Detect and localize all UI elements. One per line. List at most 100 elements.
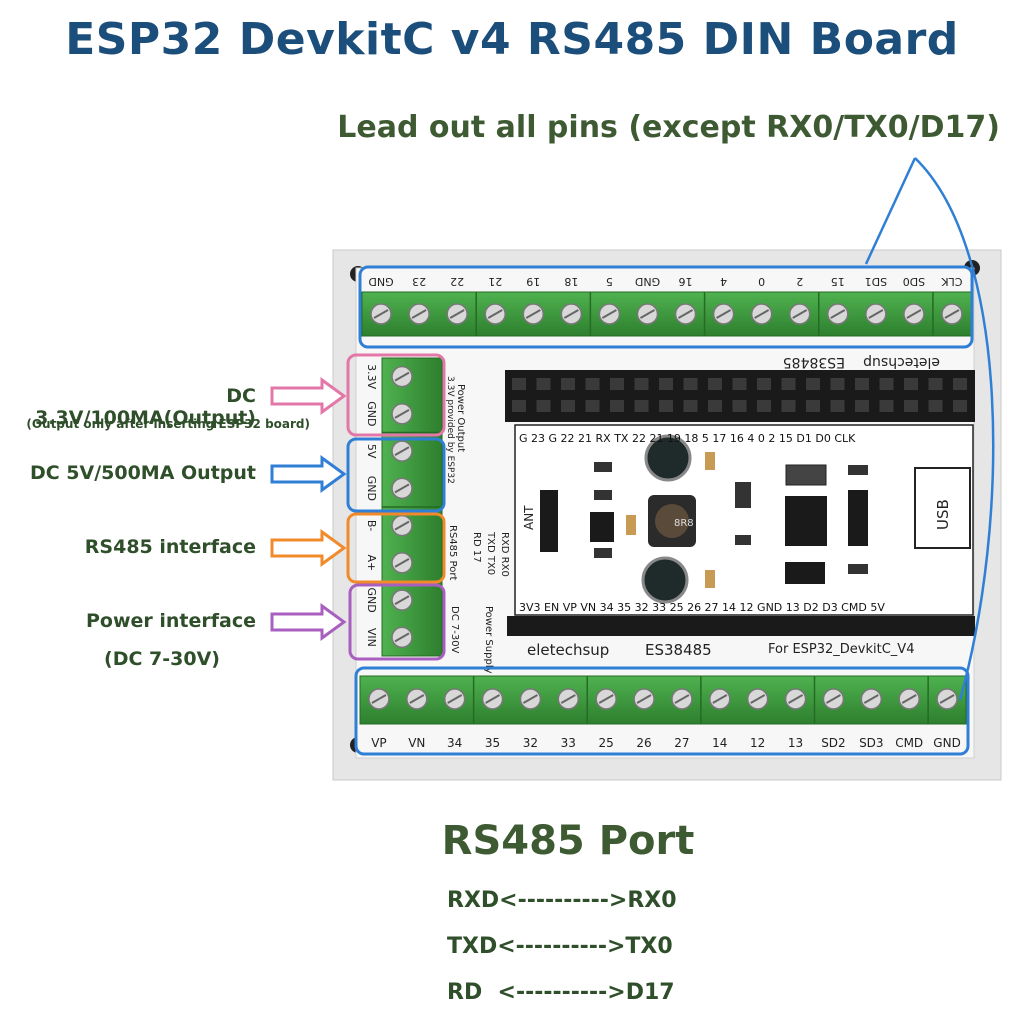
dc5-highlight <box>346 437 446 513</box>
silk-provided-by: 3.3V provided by ESP32 <box>445 376 455 484</box>
bottom-pin-label: 35 <box>485 736 500 750</box>
ic-u3 <box>785 496 827 546</box>
left-pin-label: B- <box>365 520 378 532</box>
ic-u5 <box>590 512 614 542</box>
bottom-pin-label: 33 <box>561 736 576 750</box>
left-pin-label: A+ <box>365 555 378 572</box>
silk-inductor: 8R8 <box>674 518 694 529</box>
bottom-pin-label: 14 <box>712 736 727 750</box>
power-arrow <box>270 603 347 641</box>
resistor-r4 <box>848 564 868 574</box>
top-pin-label: GND <box>635 275 660 288</box>
bottom-female-header <box>507 616 975 636</box>
bottom-pin-label: 25 <box>599 736 614 750</box>
dc33-arrow <box>270 377 347 415</box>
module-area <box>514 424 974 616</box>
left-pin-label: VIN <box>365 628 378 647</box>
lead-out-caption: Lead out all pins (except RX0/TX0/D17) <box>337 110 1000 145</box>
callout-power: Power interface <box>85 610 256 632</box>
mapping-rd: RD <---------->D17 <box>447 980 675 1005</box>
top-pin-label: 23 <box>412 275 426 288</box>
capacitor-c5 <box>626 515 636 535</box>
capacitor-c1 <box>641 556 689 604</box>
mapping-txd: TXD<---------->TX0 <box>447 934 673 959</box>
diode-d1 <box>540 490 558 552</box>
bottom-pin-label: SD3 <box>859 736 884 750</box>
silk-ant: ANT <box>522 505 536 530</box>
left-pin-label: GND <box>365 588 378 613</box>
top-pin-label: 0 <box>758 275 765 288</box>
bottom-pin-label: 13 <box>788 736 803 750</box>
left-terminal-block: 3.3V GND 5V GND B- A+ GND VIN <box>365 357 443 657</box>
callout-dc33: DC 3.3V/100MA(Output) <box>35 385 256 429</box>
bottom-pin-label: 34 <box>447 736 462 750</box>
top-pin-label: CLK <box>941 275 963 288</box>
led-c3 <box>705 452 715 470</box>
silk-model: ES38485 <box>645 641 712 659</box>
bottom-pins-highlight <box>354 666 970 756</box>
rs485-highlight <box>346 512 446 584</box>
top-pin-label: 16 <box>679 275 693 288</box>
dc33-highlight <box>346 353 446 437</box>
bottom-pin-label: 12 <box>750 736 765 750</box>
rs485-port-title: RS485 Port <box>441 818 695 864</box>
callout-dc33-note: (Output only after inserting ESP32 board… <box>26 417 310 431</box>
usb-outline <box>914 467 971 549</box>
bottom-pin-label: 27 <box>674 736 689 750</box>
callout-power-range: (DC 7-30V) <box>104 648 220 670</box>
silk-model-top: ES38485 <box>783 354 845 370</box>
top-terminal-block: GND 23 22 21 19 18 5 GND 16 4 0 2 15 SD1 SD0 CLK <box>361 275 972 337</box>
top-pin-label: 2 <box>796 275 803 288</box>
silk-brand: eletechsup <box>527 641 609 659</box>
silk-for-label: For ESP32_DevkitC_V4 <box>768 642 914 657</box>
bottom-pin-label: SD2 <box>821 736 846 750</box>
resistor-r2 <box>594 490 612 500</box>
silk-power-output: Power Output <box>455 384 466 452</box>
left-pin-label: GND <box>365 476 378 501</box>
lead-out-line-top <box>864 157 917 265</box>
bottom-pin-label: 26 <box>636 736 651 750</box>
silk-brand-top: eletechsup <box>863 354 940 370</box>
silk-rs485-port: RS485 Port <box>447 525 458 580</box>
silk-txd-tx0: TXD TX0 <box>485 531 496 575</box>
dc5-arrow <box>270 455 347 493</box>
capacitor-c2 <box>705 570 715 588</box>
lead-out-line-bottom <box>914 157 995 701</box>
silk-rxd-rx0: RXD RX0 <box>499 532 510 577</box>
callout-rs485: RS485 interface <box>84 536 256 558</box>
silk-rd-17: RD 17 <box>471 532 482 563</box>
top-pin-label: 21 <box>488 275 502 288</box>
top-pin-label: 22 <box>450 275 464 288</box>
silk-power-supply: Power Supply <box>483 606 494 674</box>
bottom-pin-label: CMD <box>895 736 923 750</box>
left-pin-label: 3.3V <box>365 364 378 389</box>
top-pin-label: 19 <box>526 275 540 288</box>
capacitor-c3 <box>644 434 692 482</box>
resistor-r5 <box>848 465 868 475</box>
bottom-pin-label: VN <box>408 736 425 750</box>
diode-d5 <box>735 482 751 508</box>
resistor-r1 <box>594 462 612 472</box>
left-pin-label: 5V <box>365 444 378 459</box>
top-pin-label: GND <box>368 275 393 288</box>
top-pin-label: 18 <box>564 275 578 288</box>
callout-dc5: DC 5V/500MA Output <box>29 462 256 484</box>
mapping-rxd: RXD<---------->RX0 <box>447 888 677 913</box>
left-pin-label: GND <box>365 401 378 426</box>
top-pin-label: 5 <box>606 275 613 288</box>
bottom-pin-label: VP <box>371 736 386 750</box>
page-title: ESP32 DevkitC v4 RS485 DIN Board <box>65 14 959 65</box>
top-pins-highlight <box>358 265 974 349</box>
resistor-r3 <box>594 548 612 558</box>
power-highlight <box>348 583 446 661</box>
resistor-r6 <box>735 535 751 545</box>
top-pin-label: SD0 <box>903 275 925 288</box>
rs485-arrow <box>270 529 347 567</box>
bottom-pin-label: GND <box>933 736 961 750</box>
top-pin-label: 4 <box>720 275 727 288</box>
silk-usb: USB <box>934 499 952 530</box>
top-pin-label: 15 <box>831 275 845 288</box>
top-pin-label: SD1 <box>865 275 887 288</box>
